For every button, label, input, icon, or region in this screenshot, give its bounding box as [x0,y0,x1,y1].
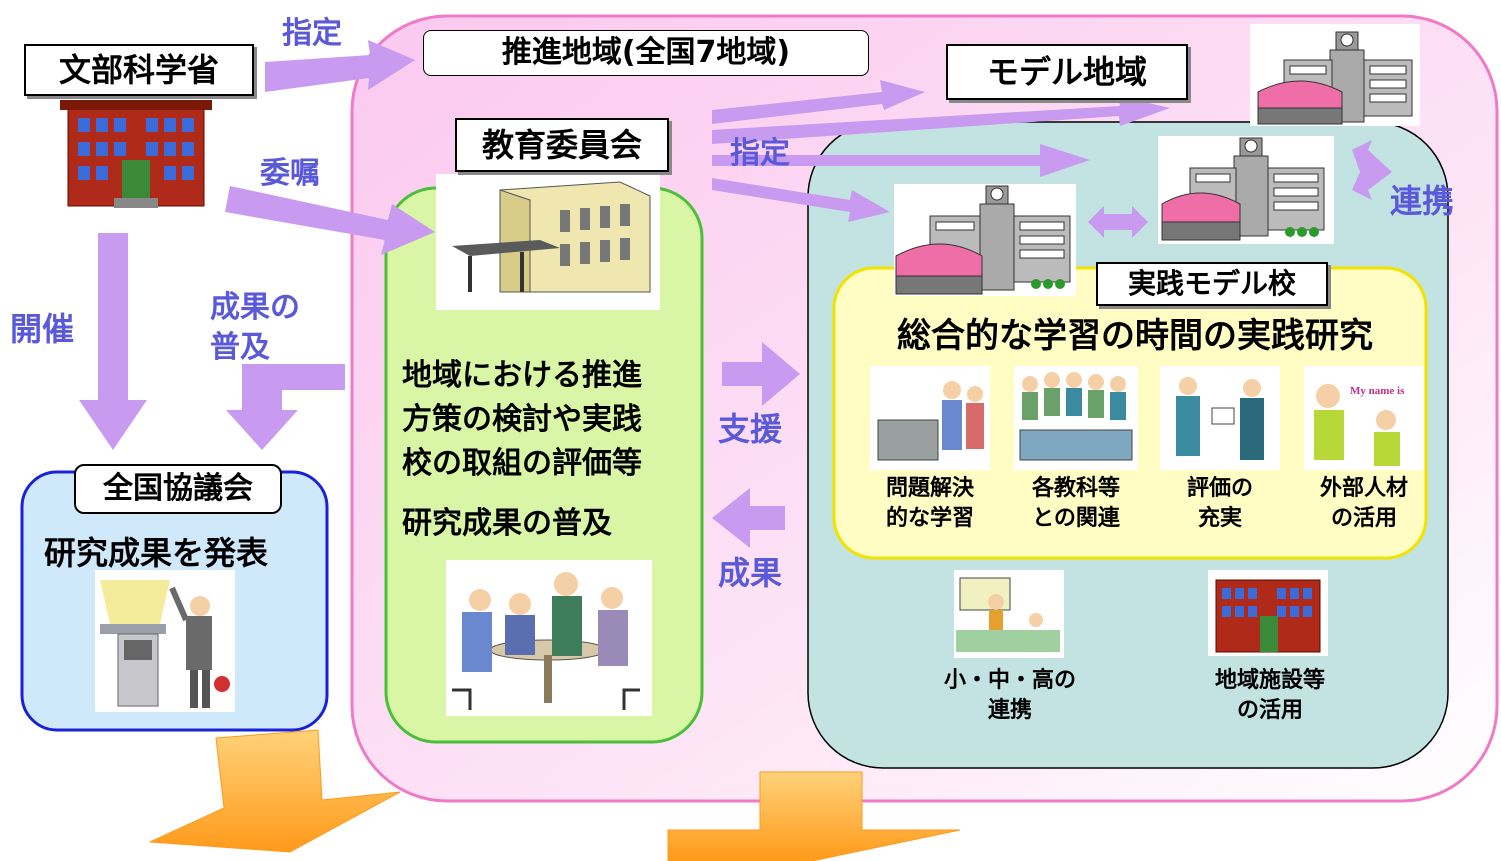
external-talent-illustration-icon: My name is [1304,366,1424,470]
sign-text: My name is [1350,385,1405,397]
council-label: 全国協議会 [74,464,282,514]
commission-text: 委嘱 [260,156,320,191]
designate-mid-text: 指定 [730,136,790,171]
item-school-cooperation: 小・中・高の 連携 [943,668,1076,723]
results-spread-text: 成果の 普及 [210,290,300,365]
model-school-title: 総合的な学習の時間の実践研究 [897,316,1373,356]
arrow-to-school-low [712,178,890,222]
arrow-cooperation-v [1352,140,1392,200]
item-evaluation: 評価の 充実 [1186,476,1253,531]
evaluation-illustration-icon [1160,366,1280,470]
arrow-results [712,488,785,548]
meeting-illustration-icon [446,560,652,716]
arrow-to-school-top [712,96,1170,144]
school-building-top-icon [1250,24,1420,126]
output-arrow-left [149,729,401,853]
item-problem-solving: 問題解決 的な学習 [885,476,974,531]
board-building-icon [436,174,660,310]
ministry-label: 文部科学省 [24,44,254,96]
school-cooperation-illustration-icon [954,570,1064,658]
arrow-support [722,342,800,406]
designate-top-text: 指定 [282,16,342,51]
hold-text: 開催 [10,310,75,348]
support-text: 支援 [718,410,783,448]
arrow-results-spread [226,364,345,450]
item-local-facilities: 地域施設等 の活用 [1214,668,1325,723]
ministry-building-icon [60,100,212,208]
local-facilities-illustration-icon [1208,570,1328,656]
model-region-label: モデル地域 [946,44,1188,100]
arrow-commission [225,186,435,255]
output-arrows [149,729,961,861]
arrow-designate-top [265,40,415,92]
subjects-illustration-icon [1014,366,1138,470]
cooperation-text: 連携 [1390,182,1455,220]
arrow-to-school-mid [712,144,1090,177]
results-text: 成果 [718,554,783,592]
arrow-cooperation-h [1088,206,1148,238]
item-subjects: 各教科等 との関連 [1031,476,1120,531]
problem-solving-illustration-icon [870,366,990,470]
flow-arrows [79,40,1392,548]
board-description: 地域における推進 方策の検討や実践 校の取組の評価等 [402,358,642,481]
arrow-hold [79,233,147,450]
model-school-label: 実践モデル校 [1096,262,1328,306]
output-arrow-center [667,771,961,861]
promotion-region-label: 推進地域(全国7地域) [423,30,869,76]
council-description: 研究成果を発表 [44,534,269,572]
arrow-to-model-region [712,80,925,124]
school-building-mid-icon [1158,136,1334,244]
board-description-2: 研究成果の普及 [402,506,612,541]
board-label: 教育委員会 [455,118,669,172]
school-building-low-icon [894,184,1076,296]
item-external-talent: 外部人材 の活用 [1319,476,1408,531]
presenter-illustration-icon [95,570,235,712]
